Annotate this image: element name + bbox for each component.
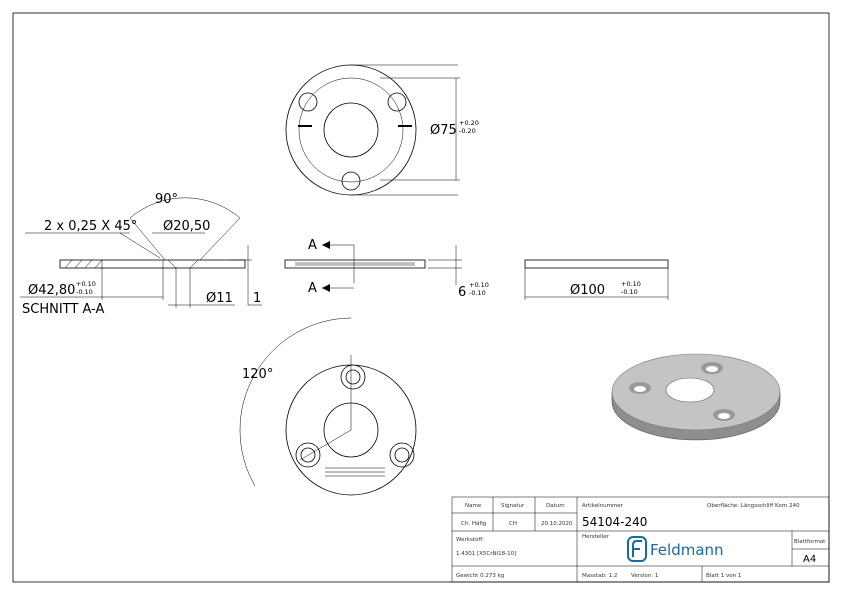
section-tol-plus: +0.10 <box>76 280 96 288</box>
isometric-view <box>611 353 781 441</box>
thickness-label: 6 <box>458 285 466 300</box>
scale: Masstab: 1:2 <box>582 573 617 579</box>
section-view: 90° 2 x 0,25 X 45° Ø20,50 Ø42,80 +0.10 -… <box>20 192 262 317</box>
thickness-tol-plus: +0.10 <box>469 281 489 289</box>
title-block: Name Signatur Datum Ch. Häfig CH 20.10.2… <box>451 496 830 583</box>
sheet-format-label: Blattformat <box>794 539 826 545</box>
inner-diameter-label: Ø20,50 <box>163 219 210 234</box>
outer-tol-minus: -0.10 <box>621 288 638 296</box>
drawing-border <box>12 12 830 583</box>
chamfer-label: 2 x 0,25 X 45° <box>44 219 137 234</box>
signatur-label: Signatur <box>501 503 525 509</box>
top-tol-minus: -0.20 <box>459 127 476 135</box>
material-value: 1.4301 [X5CrNi18-10] <box>456 551 516 557</box>
hole-diameter-label: Ø11 <box>206 291 233 306</box>
chamfer-depth-label: 1 <box>253 291 261 306</box>
logo-text: Feldmann <box>650 541 724 559</box>
angle-90-label: 90° <box>155 192 178 207</box>
feldmann-logo: Feldmann <box>627 536 724 562</box>
datum-label: Datum <box>546 503 565 509</box>
top-view: Ø75 +0.20 -0.20 <box>285 64 479 196</box>
section-tol-minus: -0.10 <box>76 288 93 296</box>
name-value: Ch. Häfig <box>461 521 486 527</box>
section-mark-top: A <box>308 238 317 253</box>
outer-diameter-label: Ø100 <box>570 283 605 298</box>
section-mark-bottom: A <box>308 281 317 296</box>
top-tol-plus: +0.20 <box>459 119 479 127</box>
side-view: A A 6 +0.10 -0.10 <box>284 238 489 300</box>
edge-view: Ø100 +0.10 -0.10 <box>524 259 669 300</box>
version: Version: 1 <box>631 573 658 579</box>
signatur-value: CH <box>509 521 517 527</box>
section-title: SCHNITT A-A <box>22 302 104 317</box>
artikel-label: Artikelnummer <box>582 503 624 509</box>
artikel-number: 54104-240 <box>582 515 647 529</box>
section-diameter-label: Ø42,80 <box>28 283 75 298</box>
surface-finish: Oberfläche: Längsschliff Korn 240 <box>707 503 800 509</box>
name-label: Name <box>465 503 482 509</box>
angle-120-label: 120° <box>242 367 273 382</box>
top-diameter-label: Ø75 <box>430 123 457 138</box>
manufacturer-label: Hersteller <box>582 534 610 540</box>
material-label: Werkstoff: <box>456 537 484 543</box>
datum-value: 20.10.2020 <box>541 521 573 527</box>
sheet-format-value: A4 <box>803 554 816 565</box>
outer-tol-plus: +0.10 <box>621 280 641 288</box>
weight: Gewicht 0.273 kg <box>456 573 504 579</box>
bottom-view: 120° <box>239 317 417 496</box>
sheet-number: Blatt 1 von 1 <box>706 573 741 579</box>
thickness-tol-minus: -0.10 <box>469 289 486 297</box>
